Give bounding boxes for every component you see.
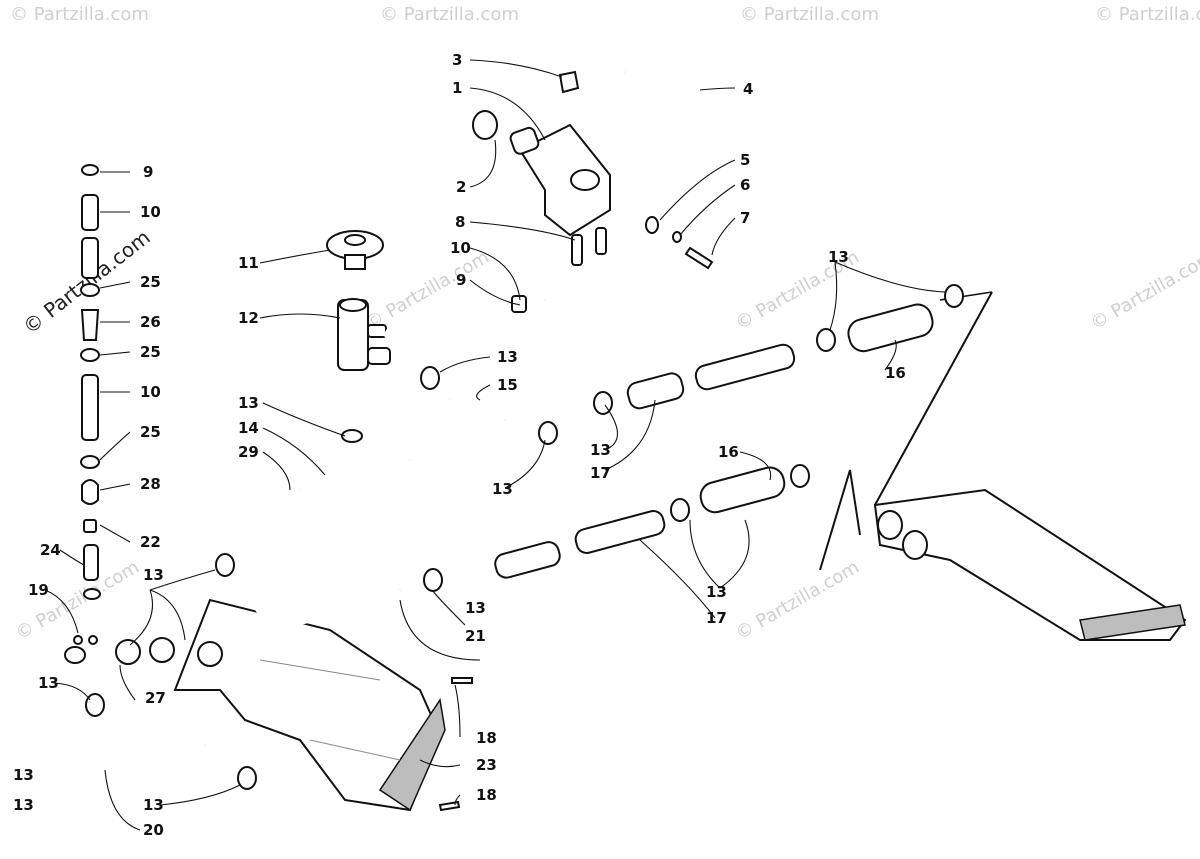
- callout-13: 13: [13, 766, 34, 784]
- leader-lines: [44, 59, 946, 831]
- callout-16: 16: [885, 364, 906, 382]
- parts-layer: [20, 68, 1187, 812]
- callout-22: 22: [140, 533, 161, 551]
- callout-5: 5: [740, 151, 750, 169]
- callout-10: 10: [140, 203, 161, 221]
- callout-6: 6: [740, 176, 750, 194]
- callout-13: 13: [590, 441, 611, 459]
- callout-29: 29: [238, 443, 259, 461]
- callout-13: 13: [238, 394, 259, 412]
- callout-8: 8: [455, 213, 465, 231]
- callout-23: 23: [476, 756, 497, 774]
- rear-heat-exchanger: [873, 488, 1187, 641]
- callout-27: 27: [145, 689, 166, 707]
- callout-13: 13: [706, 583, 727, 601]
- callout-18: 18: [476, 786, 497, 804]
- callout-18: 18: [476, 729, 497, 747]
- callout-28: 28: [140, 475, 161, 493]
- callout-9: 9: [456, 271, 466, 289]
- callout-13: 13: [497, 348, 518, 366]
- callout-25: 25: [140, 273, 161, 291]
- callout-25: 25: [140, 423, 161, 441]
- callout-labels: 3 1 4 2 5 6 7 8 10 9 11 12 9 10 25 26 25…: [13, 51, 906, 839]
- callout-15: 15: [497, 376, 518, 394]
- callout-3: 3: [452, 51, 462, 69]
- callout-1: 1: [452, 79, 462, 97]
- callout-24: 24: [40, 541, 61, 559]
- callout-19: 19: [28, 581, 49, 599]
- watermark: © Partzilla.com: [380, 4, 519, 25]
- callout-4: 4: [743, 80, 753, 98]
- callout-17: 17: [706, 609, 727, 627]
- callout-21: 21: [465, 627, 486, 645]
- callout-13: 13: [38, 674, 59, 692]
- callout-9: 9: [143, 163, 153, 181]
- callout-13: 13: [828, 248, 849, 266]
- watermark: © Partzilla.com: [1087, 247, 1200, 335]
- callout-2: 2: [456, 178, 466, 196]
- callout-10: 10: [140, 383, 161, 401]
- watermark: © Partzilla.com: [740, 4, 879, 25]
- callout-16: 16: [718, 443, 739, 461]
- callout-20: 20: [143, 821, 164, 839]
- callout-13: 13: [492, 480, 513, 498]
- watermark: © Partzilla.com: [732, 557, 863, 645]
- filler-neck-cap-part: [472, 110, 498, 140]
- callout-17: 17: [590, 464, 611, 482]
- callout-13: 13: [143, 796, 164, 814]
- callout-11: 11: [238, 254, 259, 272]
- callout-12: 12: [238, 309, 259, 327]
- callout-10: 10: [450, 239, 471, 257]
- bracket: [518, 123, 611, 237]
- callout-7: 7: [740, 209, 750, 227]
- watermark: © Partzilla.com: [10, 4, 149, 25]
- callout-26: 26: [140, 313, 161, 331]
- watermark: © Partzilla.com: [1095, 4, 1200, 25]
- callout-13: 13: [13, 796, 34, 814]
- callout-14: 14: [238, 419, 259, 437]
- callout-13: 13: [143, 566, 164, 584]
- callout-13: 13: [465, 599, 486, 617]
- callout-25: 25: [140, 343, 161, 361]
